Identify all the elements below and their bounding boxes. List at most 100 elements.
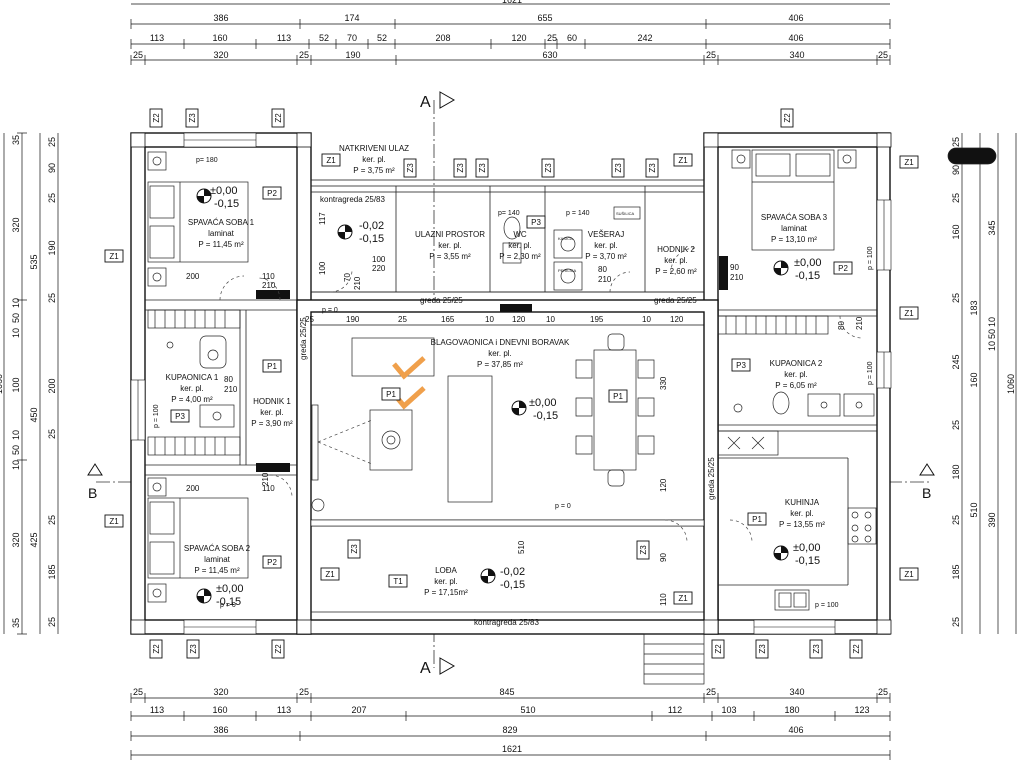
note-greda-v2: greda 25/25 xyxy=(707,457,716,500)
dim-b2-0: 113 xyxy=(150,705,164,715)
sofa-side xyxy=(447,375,493,503)
door-mark-210e: 210 xyxy=(855,316,864,330)
tag-p3-c: P3 xyxy=(170,409,190,423)
dim-r2-1: 90 xyxy=(951,165,961,175)
svg-text:P1: P1 xyxy=(613,392,623,401)
svg-text:Z2: Z2 xyxy=(783,113,792,123)
door-swings xyxy=(219,247,863,543)
dim-l2-0: 35 xyxy=(11,135,21,145)
note-p0a: p = 0 xyxy=(322,307,338,314)
tag-z1-g: Z1 xyxy=(320,567,340,581)
dim-total-top: 1621 xyxy=(502,0,522,5)
level-2-a: -0,02 xyxy=(359,220,384,232)
door-mark-200a: 200 xyxy=(186,272,200,281)
dim-r1-2: 160 xyxy=(969,372,979,387)
tag-z3-c: Z3 xyxy=(403,158,417,178)
section-a-top-arrow xyxy=(439,91,456,109)
door-mark-110b: 110 xyxy=(262,484,275,493)
door-mark-210c: 210 xyxy=(598,275,612,284)
room-name-kupaonica-1: KUPAONICA 1 xyxy=(166,373,219,382)
wall-tags: Z1 Z1 Z1 Z1 Z1 Z1 Z1 Z1 Z1 Z2 Z2 Z2 Z2 Z… xyxy=(104,108,919,659)
level-5-a: ±0,00 xyxy=(793,542,820,554)
dim-b1-4: 25 xyxy=(706,687,716,697)
svg-text:Z3: Z3 xyxy=(189,644,198,654)
dim-t4-4: 630 xyxy=(542,50,557,60)
svg-text:Z1: Z1 xyxy=(678,156,688,165)
level-3-b: -0,15 xyxy=(795,270,820,282)
door-mark-210a: 210 xyxy=(262,281,276,290)
tag-z2-a: Z2 xyxy=(149,108,163,128)
tag-z3-h: Z3 xyxy=(645,158,659,178)
level-marker-6: ±0,00 -0,15 xyxy=(196,583,243,608)
bed-1 xyxy=(147,181,249,263)
bottom-dimensions: 25 320 25 845 25 340 25 113 160 113 207 … xyxy=(130,687,891,760)
tag-z1-f: Z1 xyxy=(104,514,124,528)
door-mark-210g: 210 xyxy=(261,472,270,486)
tag-z3-b: Z3 xyxy=(186,639,200,659)
dim-r2-6: 50 xyxy=(987,329,997,339)
dim-r2-4: 25 xyxy=(951,293,961,303)
room-name-hodnik-2: HODNIK 2 xyxy=(657,245,695,254)
dim-b2-1: 160 xyxy=(212,705,227,715)
level-marker-1: ±0,00 -0,15 xyxy=(196,185,239,210)
room-mat-kupaonica-2: ker. pl. xyxy=(784,370,808,379)
room-mat-loda: ker. pl. xyxy=(434,577,458,586)
svg-text:P2: P2 xyxy=(838,264,848,273)
room-name-spavaca-soba-2: SPAVAĆA SOBA 2 xyxy=(184,544,251,553)
dim-l2-10: 35 xyxy=(11,618,21,628)
svg-text:Z2: Z2 xyxy=(714,644,723,654)
bed-2 xyxy=(147,497,249,579)
tag-z3-f: Z3 xyxy=(541,158,555,178)
dim-l3-1: 90 xyxy=(47,163,57,173)
level-marker-5: ±0,00 -0,15 xyxy=(773,542,820,567)
door-mark-117: 117 xyxy=(318,212,327,225)
room-mat-veseraj: ker. pl. xyxy=(594,241,618,250)
dim-l3-5: 200 xyxy=(47,378,57,393)
tag-z1-d: Z1 xyxy=(104,249,124,263)
svg-text:Z3: Z3 xyxy=(544,163,553,173)
dim-b2-4: 510 xyxy=(520,705,535,715)
dim-b2-2: 113 xyxy=(277,705,291,715)
boiler-unit xyxy=(947,147,997,165)
door-marks: 200 110 210 100 220 70 210 80 210 90 210… xyxy=(186,212,864,493)
idim-0: 25 xyxy=(305,315,314,324)
door-mark-80b: 80 xyxy=(837,321,846,330)
tag-z1-a: Z1 xyxy=(321,153,341,167)
dim-b2-3: 207 xyxy=(351,705,366,715)
svg-text:P3: P3 xyxy=(531,218,541,227)
room-area-spavaca-soba-1: P = 11,45 m² xyxy=(198,240,244,249)
svg-text:P3: P3 xyxy=(736,361,746,370)
svg-text:Z2: Z2 xyxy=(274,644,283,654)
dim-r2-2: 25 xyxy=(951,193,961,203)
room-mat-spavaca-soba-3: laminat xyxy=(781,224,808,233)
svg-text:Z3: Z3 xyxy=(758,644,767,654)
idim-8: 10 xyxy=(642,315,651,324)
room-name-loda: LOĐA xyxy=(435,566,457,575)
room-mat-spavaca-soba-1: laminat xyxy=(208,229,235,238)
dim-b2-6: 103 xyxy=(721,705,736,715)
dim-l1-1: 450 xyxy=(29,407,39,422)
svg-text:Z2: Z2 xyxy=(852,644,861,654)
door-mark-210b: 210 xyxy=(353,276,362,290)
door-mark-100: 100 xyxy=(372,255,386,264)
svg-text:Z3: Z3 xyxy=(614,163,623,173)
tag-p2-a: P2 xyxy=(262,186,282,200)
dim-t2-2: 655 xyxy=(537,13,552,23)
svg-text:Z1: Z1 xyxy=(109,252,119,261)
room-name-kuhinja: KUHINJA xyxy=(785,498,820,507)
section-b-left: B xyxy=(88,485,97,501)
door-mark-70: 70 xyxy=(343,273,352,282)
dim-b1-2: 25 xyxy=(299,687,309,697)
note-kontragreda-bottom: kontragreda 25/83 xyxy=(474,618,539,627)
door-mark-220: 220 xyxy=(372,264,386,273)
tag-p1-c: P1 xyxy=(608,389,628,403)
dim-l3-0: 25 xyxy=(47,137,57,147)
door-mark-80c: 80 xyxy=(224,375,233,384)
dim-t4-7: 25 xyxy=(878,50,888,60)
dim-t3-1: 160 xyxy=(212,33,227,43)
dim-t3-5: 52 xyxy=(377,33,387,43)
tag-p2-c: P2 xyxy=(262,555,282,569)
dim-b2-5: 112 xyxy=(668,705,682,715)
door-mark-90: 90 xyxy=(730,263,739,272)
tag-z2-c: Z2 xyxy=(780,108,794,128)
